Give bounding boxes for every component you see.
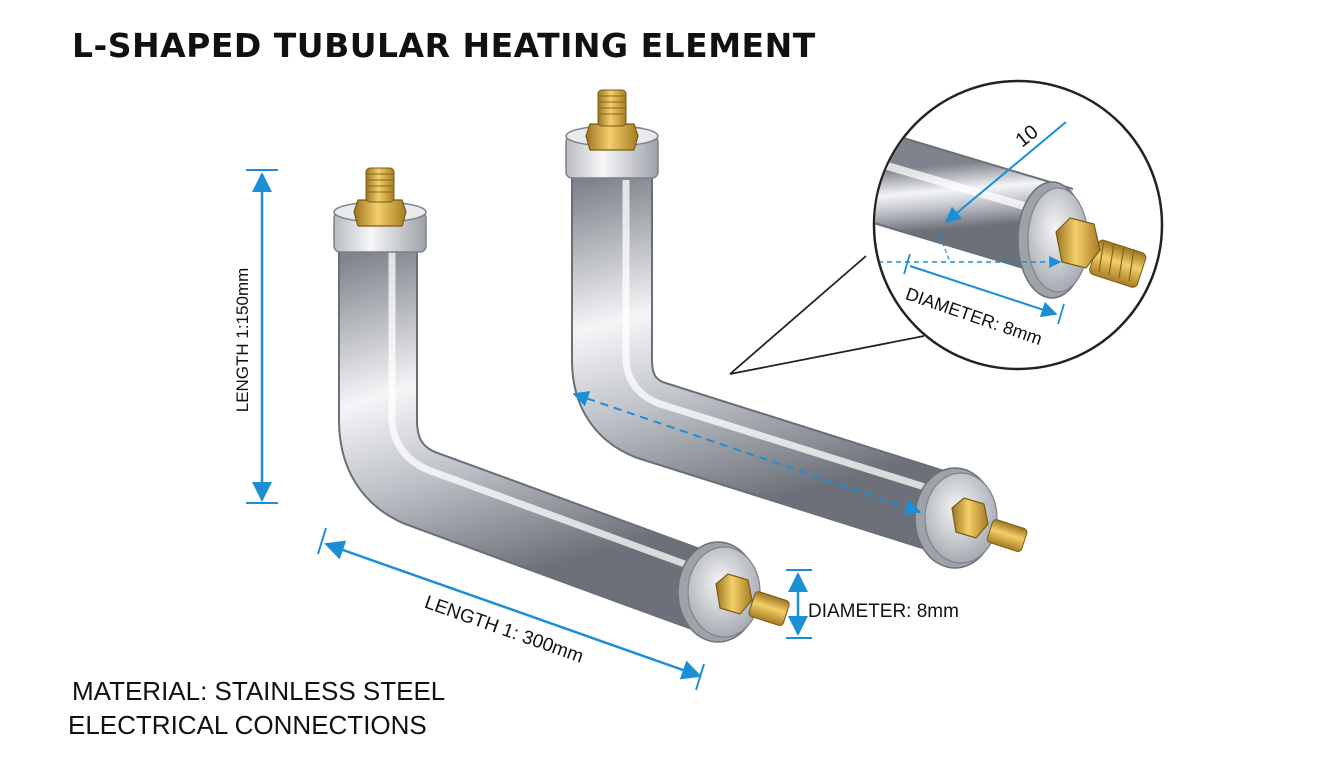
detail-callout: 10 DIAMETER: 8mm [729,79,1164,375]
vertical-length-label: LENGTH 1:150mm [233,268,252,413]
end-terminal [715,573,790,626]
top-terminal [353,167,407,227]
vertical-length-dimension: LENGTH 1:150mm [233,169,278,504]
front-heating-element [333,167,790,643]
diagram-title: L-SHAPED TUBULAR HEATING ELEMENT [72,26,816,65]
diameter-dimension: DIAMETER: 8mm [786,569,959,639]
horizontal-length-label: LENGTH 1: 300mm [422,592,586,667]
back-heating-element [565,89,1028,569]
diameter-label: DIAMETER: 8mm [808,601,959,622]
connections-label: ELECTRICAL CONNECTIONS [68,710,427,740]
detail-magnified-view [875,121,1147,325]
back-top-terminal [585,89,639,151]
back-end-terminal [951,497,1028,552]
material-label: MATERIAL: STAINLESS STEEL [72,676,446,706]
